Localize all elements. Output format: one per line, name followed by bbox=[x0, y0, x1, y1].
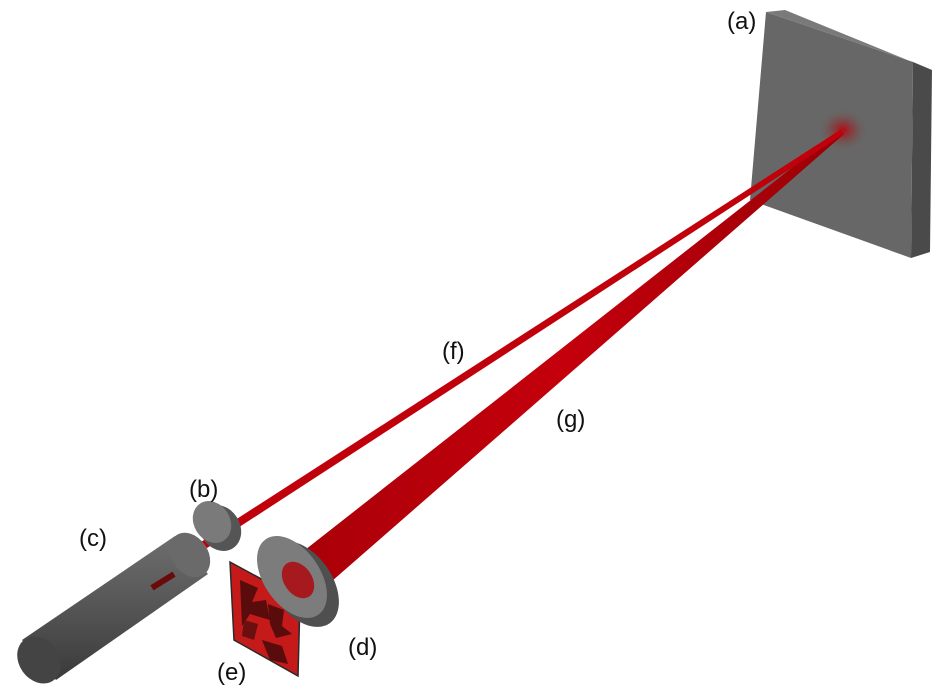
lens-b bbox=[192, 501, 242, 551]
laser-aperture-glow bbox=[150, 571, 176, 591]
screen-side bbox=[911, 62, 932, 258]
label-b-lens: (b) bbox=[189, 476, 219, 503]
expanded-beam-g bbox=[282, 130, 844, 588]
screen-top bbox=[766, 10, 932, 70]
label-g-beam: (g) bbox=[556, 406, 586, 433]
label-a-screen: (a) bbox=[727, 8, 757, 35]
label-c-laser: (c) bbox=[79, 525, 107, 552]
laser-source bbox=[17, 532, 211, 684]
label-f-beam: (f) bbox=[442, 338, 465, 365]
collimated-beam-f bbox=[201, 130, 844, 548]
label-e-slm: (e) bbox=[217, 659, 247, 686]
lens-d bbox=[257, 536, 339, 627]
label-d-lens: (d) bbox=[348, 634, 378, 661]
